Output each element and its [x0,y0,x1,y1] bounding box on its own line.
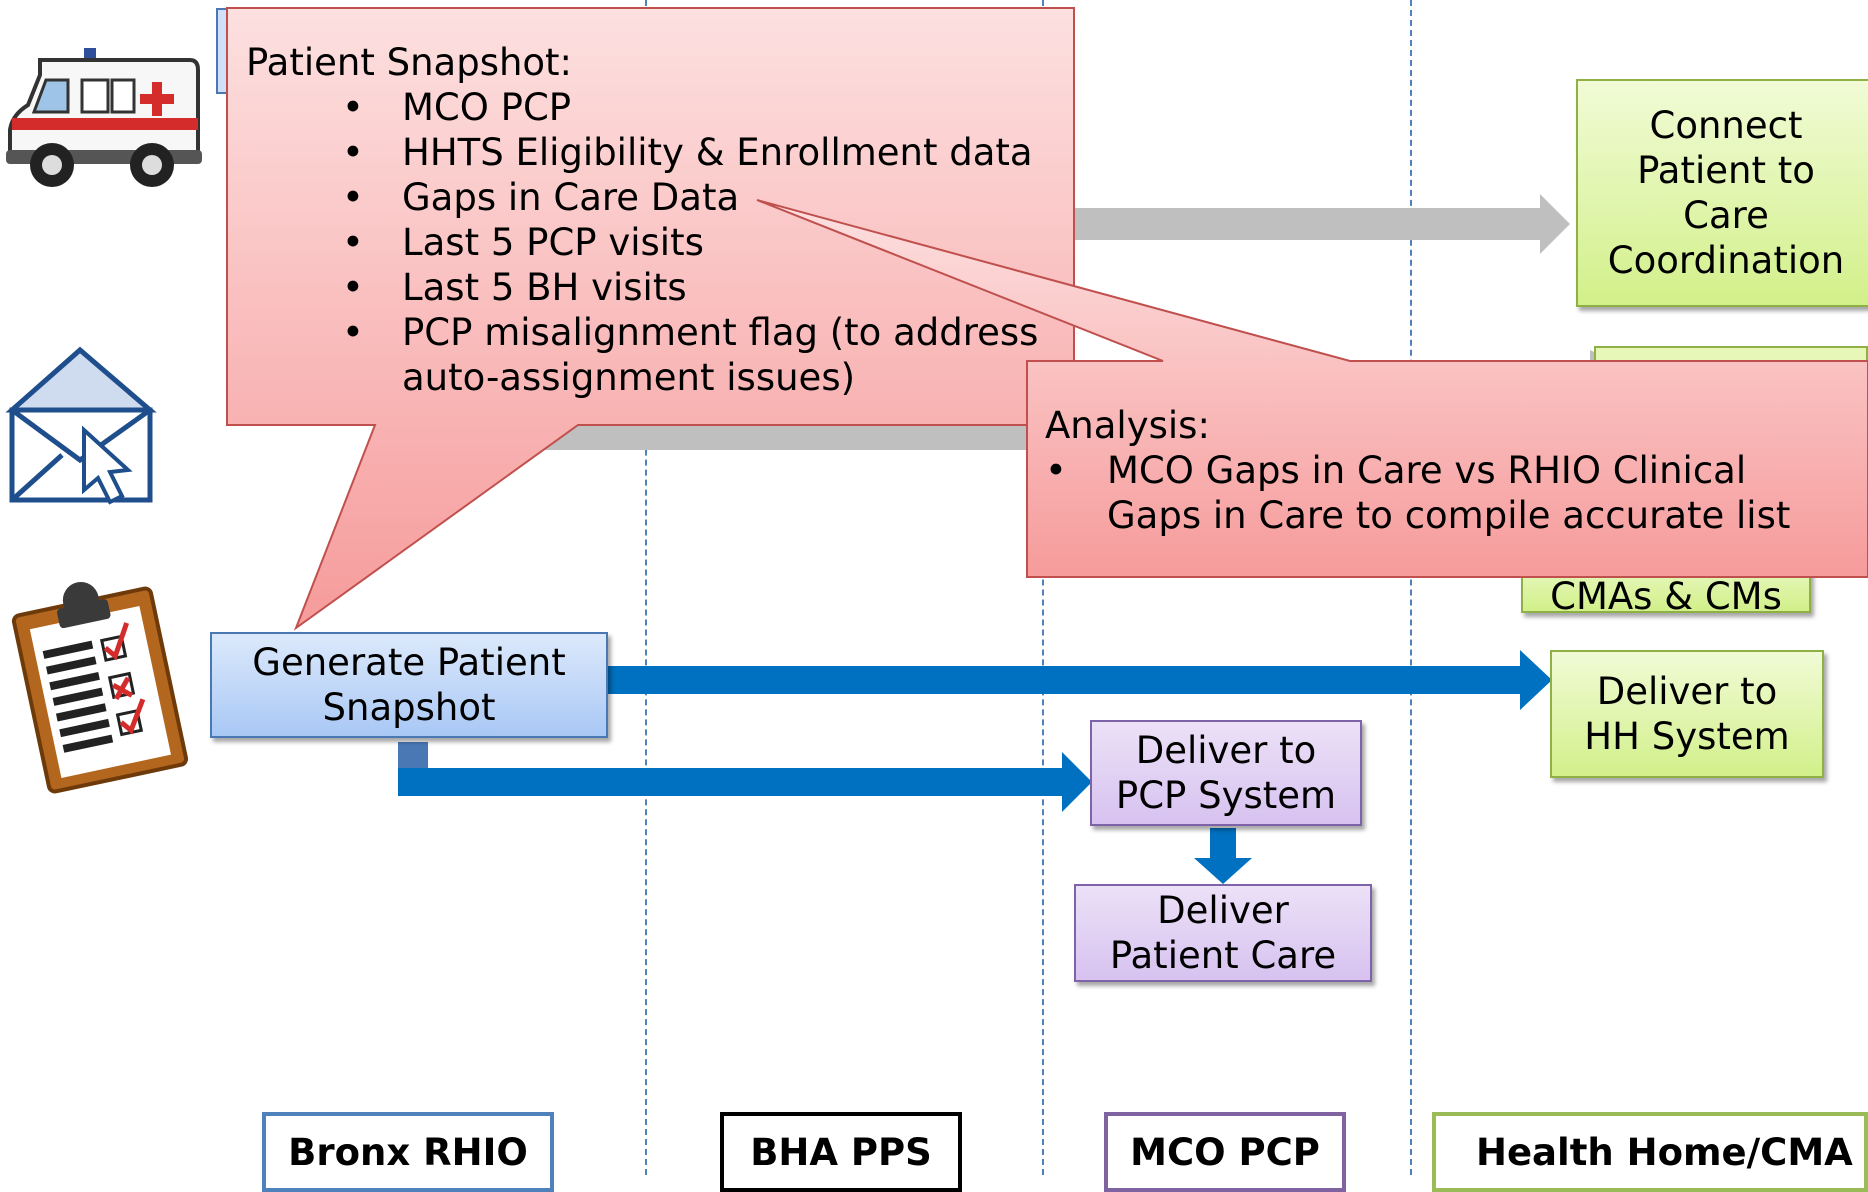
connect-care-box: Connect Patient to Care Coordination [1576,79,1868,307]
snapshot-item: •HHTS Eligibility & Enrollment data [342,131,1033,174]
gray-arrow-connect [1060,194,1570,254]
lane-label-health-home: Health Home/CMA [1432,1112,1868,1192]
generate-line-1: Generate Patient [252,641,566,684]
snapshot-item: •Gaps in Care Data [342,176,740,219]
connect-line-3: Care [1683,194,1769,237]
bullet-icon: • [342,176,364,219]
bullet-icon: • [342,311,364,354]
snapshot-items: •MCO PCP •HHTS Eligibility & Enrollment … [342,85,1039,400]
bullet-icon: • [1045,449,1067,492]
bullet-icon: • [342,266,364,309]
email-icon [5,346,157,505]
deliver-pcp-box: Deliver to PCP System [1090,720,1362,826]
generate-snapshot-box: Generate Patient Snapshot [210,632,608,738]
snapshot-callout-shape [226,7,1075,631]
analysis-line-2: Gaps in Care to compile accurate list [1107,494,1791,537]
analysis-callout-title: Analysis: [1045,404,1210,447]
analysis-callout: Analysis: • MCO Gaps in Care vs RHIO Cli… [1045,403,1790,538]
lane-label-bha-pps: BHA PPS [720,1112,962,1192]
snapshot-item: •Last 5 BH visits [342,266,687,309]
deliver-hh-line-1: Deliver to [1596,670,1778,713]
lane-label-mco-pcp: MCO PCP [1104,1112,1346,1192]
analysis-line-1: MCO Gaps in Care vs RHIO Clinical [1107,449,1747,492]
clipboard-checklist-icon [11,582,189,794]
bullet-icon: • [342,131,364,174]
lane-divider-2 [1042,0,1044,1175]
snapshot-item-continued: auto-assignment issues) [402,356,856,399]
snapshot-callout: Patient Snapshot: •MCO PCP •HHTS Eligibi… [246,40,1038,400]
snapshot-item: •PCP misalignment flag (to address [342,311,1039,354]
deliver-pcp-line-2: PCP System [1115,774,1337,817]
connect-line-2: Patient to [1637,149,1815,192]
bullet-icon: • [342,86,364,129]
lane-divider-1 [645,0,647,1175]
snapshot-callout-title: Patient Snapshot: [246,41,573,84]
cmas-label: CMAs & CMs [1550,575,1782,618]
bullet-icon: • [342,221,364,264]
analysis-callout-shape [756,199,1868,578]
deliver-hh-line-2: HH System [1584,715,1790,758]
ambulance-icon [6,48,202,187]
analysis-item: • MCO Gaps in Care vs RHIO Clinical Gaps… [1045,448,1790,538]
arrow-pcp-to-care [1194,828,1252,884]
snapshot-item: •Last 5 PCP visits [342,221,704,264]
lane-label-bronx-rhio: Bronx RHIO [262,1112,554,1192]
connect-line-4: Coordination [1607,239,1845,282]
deliver-care-box: Deliver Patient Care [1074,884,1372,982]
lane-divider-3 [1410,0,1412,1175]
deliver-hh-box: Deliver to HH System [1550,650,1824,778]
snapshot-item: •MCO PCP [342,86,572,129]
deliver-pcp-line-1: Deliver to [1135,729,1317,772]
generate-line-2: Snapshot [322,686,496,729]
connect-line-1: Connect [1649,104,1803,147]
arrow-to-pcp [398,752,1092,812]
deliver-care-line-1: Deliver [1157,889,1289,932]
arrow-to-hh [606,650,1552,710]
deliver-care-line-2: Patient Care [1109,934,1337,977]
